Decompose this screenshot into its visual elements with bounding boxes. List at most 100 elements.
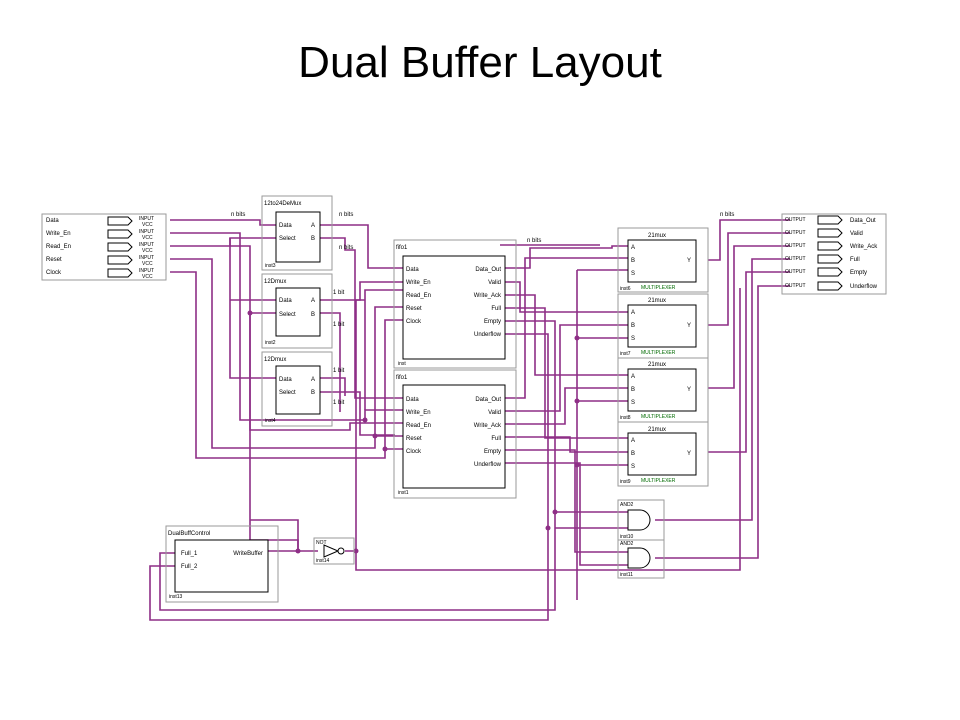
svg-text:Y: Y <box>687 387 691 393</box>
svg-text:inst7: inst7 <box>620 351 631 357</box>
svg-text:Data: Data <box>406 397 419 403</box>
svg-text:1 bit: 1 bit <box>333 400 345 406</box>
input-pin-clock: Clock INPUT VCC <box>46 268 154 280</box>
svg-text:A: A <box>631 245 635 251</box>
svg-text:Select: Select <box>279 236 296 242</box>
svg-text:Empty: Empty <box>484 319 501 325</box>
svg-text:S: S <box>631 464 635 470</box>
svg-text:Data: Data <box>279 377 292 383</box>
svg-text:VCC: VCC <box>142 274 153 280</box>
svg-text:Data: Data <box>406 267 419 273</box>
svg-text:S: S <box>631 400 635 406</box>
fifo-bottom: fifo1 Data Write_En Read_En Reset Clock … <box>393 369 517 499</box>
svg-text:n bits: n bits <box>231 212 245 218</box>
mux-inst8: 21mux A B S Y MULTIPLEXER inst8 <box>617 357 709 423</box>
svg-text:Write_En: Write_En <box>406 280 431 286</box>
svg-text:Data_Out: Data_Out <box>850 218 876 224</box>
svg-text:INPUT: INPUT <box>139 268 154 274</box>
svg-text:21mux: 21mux <box>648 233 666 239</box>
svg-text:OUTPUT: OUTPUT <box>785 269 806 275</box>
svg-text:Reset: Reset <box>406 436 422 442</box>
svg-text:MULTIPLEXER: MULTIPLEXER <box>641 414 676 420</box>
svg-text:Underflow: Underflow <box>474 462 502 468</box>
svg-text:Write_Ack: Write_Ack <box>850 244 878 250</box>
input-pin-reset: Reset INPUT VCC <box>46 255 154 267</box>
dmux-bottom: 12Dmux Data Select A B inst4 <box>261 351 333 427</box>
svg-text:AND2: AND2 <box>620 541 634 547</box>
svg-text:n bits: n bits <box>339 212 353 218</box>
svg-text:OUTPUT: OUTPUT <box>785 256 806 262</box>
svg-text:INPUT: INPUT <box>139 255 154 261</box>
svg-text:inst2: inst2 <box>265 340 276 346</box>
svg-text:B: B <box>631 387 635 393</box>
output-pin-full: OUTPUT Full <box>785 254 860 264</box>
svg-text:inst14: inst14 <box>316 558 330 564</box>
svg-text:A: A <box>311 377 315 383</box>
svg-text:VCC: VCC <box>142 235 153 241</box>
svg-text:Clock: Clock <box>406 449 422 455</box>
output-pin-valid: OUTPUT Valid <box>785 228 863 238</box>
input-pin-write-en: Write_En INPUT VCC <box>46 229 154 241</box>
mux-inst9: 21mux A B S Y MULTIPLEXER inst9 <box>617 421 709 487</box>
svg-text:WriteBuffer: WriteBuffer <box>233 551 263 557</box>
mux-inst6: 21mux A B S Y MULTIPLEXER inst6 <box>617 227 709 293</box>
output-pin-underflow: OUTPUT Underflow <box>785 281 878 291</box>
svg-text:inst1: inst1 <box>398 490 409 496</box>
svg-text:B: B <box>311 390 315 396</box>
svg-text:INPUT: INPUT <box>139 229 154 235</box>
svg-text:Clock: Clock <box>406 319 422 325</box>
svg-text:A: A <box>631 310 635 316</box>
dmux-top: 12Dmux Data Select A B inst2 <box>261 273 333 349</box>
svg-text:NOT: NOT <box>316 540 327 546</box>
svg-text:inst6: inst6 <box>620 286 631 292</box>
svg-text:Full: Full <box>850 257 860 263</box>
svg-text:Select: Select <box>279 390 296 396</box>
svg-text:n bits: n bits <box>720 212 734 218</box>
and-gate-inst11: AND2 inst11 <box>617 539 665 579</box>
svg-text:MULTIPLEXER: MULTIPLEXER <box>641 285 676 291</box>
svg-text:Data_Out: Data_Out <box>475 397 501 403</box>
svg-text:inst9: inst9 <box>620 479 631 485</box>
svg-text:Valid: Valid <box>850 231 863 237</box>
svg-text:Y: Y <box>687 323 691 329</box>
svg-text:inst8: inst8 <box>620 415 631 421</box>
input-pins: Data INPUT VCC Write_En INPUT VCC Read_E… <box>41 213 167 281</box>
dual-buff-control: DualBuffControl Full_1 Full_2 WriteBuffe… <box>165 525 279 603</box>
svg-text:1 bit: 1 bit <box>333 322 345 328</box>
svg-text:Y: Y <box>687 451 691 457</box>
svg-text:Data_Out: Data_Out <box>475 267 501 273</box>
svg-text:21mux: 21mux <box>648 362 666 368</box>
svg-text:Read_En: Read_En <box>46 244 71 250</box>
svg-text:Valid: Valid <box>488 280 501 286</box>
output-pin-write-ack: OUTPUT Write_Ack <box>785 241 878 251</box>
svg-text:Valid: Valid <box>488 410 501 416</box>
svg-text:12to24DeMux: 12to24DeMux <box>264 201 301 207</box>
svg-text:inst3: inst3 <box>265 263 276 269</box>
junction-dots <box>247 310 580 554</box>
svg-text:B: B <box>631 323 635 329</box>
input-pin-data: Data INPUT VCC <box>46 216 154 228</box>
svg-text:OUTPUT: OUTPUT <box>785 230 806 236</box>
mux-inst7: 21mux A B S Y MULTIPLEXER inst7 <box>617 293 709 359</box>
svg-text:Full: Full <box>491 436 501 442</box>
svg-text:12Dmux: 12Dmux <box>264 279 286 285</box>
svg-text:Underflow: Underflow <box>850 284 878 290</box>
demux-12to24: 12to24DeMux Data Select A B inst3 <box>261 195 333 271</box>
svg-text:Reset: Reset <box>46 257 62 263</box>
svg-text:Write_En: Write_En <box>406 410 431 416</box>
wires <box>149 219 790 621</box>
svg-text:S: S <box>631 336 635 342</box>
svg-text:1 bit: 1 bit <box>333 290 345 296</box>
svg-text:inst13: inst13 <box>169 594 183 600</box>
svg-text:Write_En: Write_En <box>46 231 71 237</box>
svg-text:MULTIPLEXER: MULTIPLEXER <box>641 350 676 356</box>
svg-text:B: B <box>311 236 315 242</box>
svg-text:OUTPUT: OUTPUT <box>785 283 806 289</box>
svg-text:Reset: Reset <box>406 306 422 312</box>
svg-text:OUTPUT: OUTPUT <box>785 217 806 223</box>
svg-text:inst4: inst4 <box>265 418 276 424</box>
svg-text:Data: Data <box>46 218 59 224</box>
svg-text:S: S <box>631 271 635 277</box>
svg-text:Clock: Clock <box>46 270 62 276</box>
